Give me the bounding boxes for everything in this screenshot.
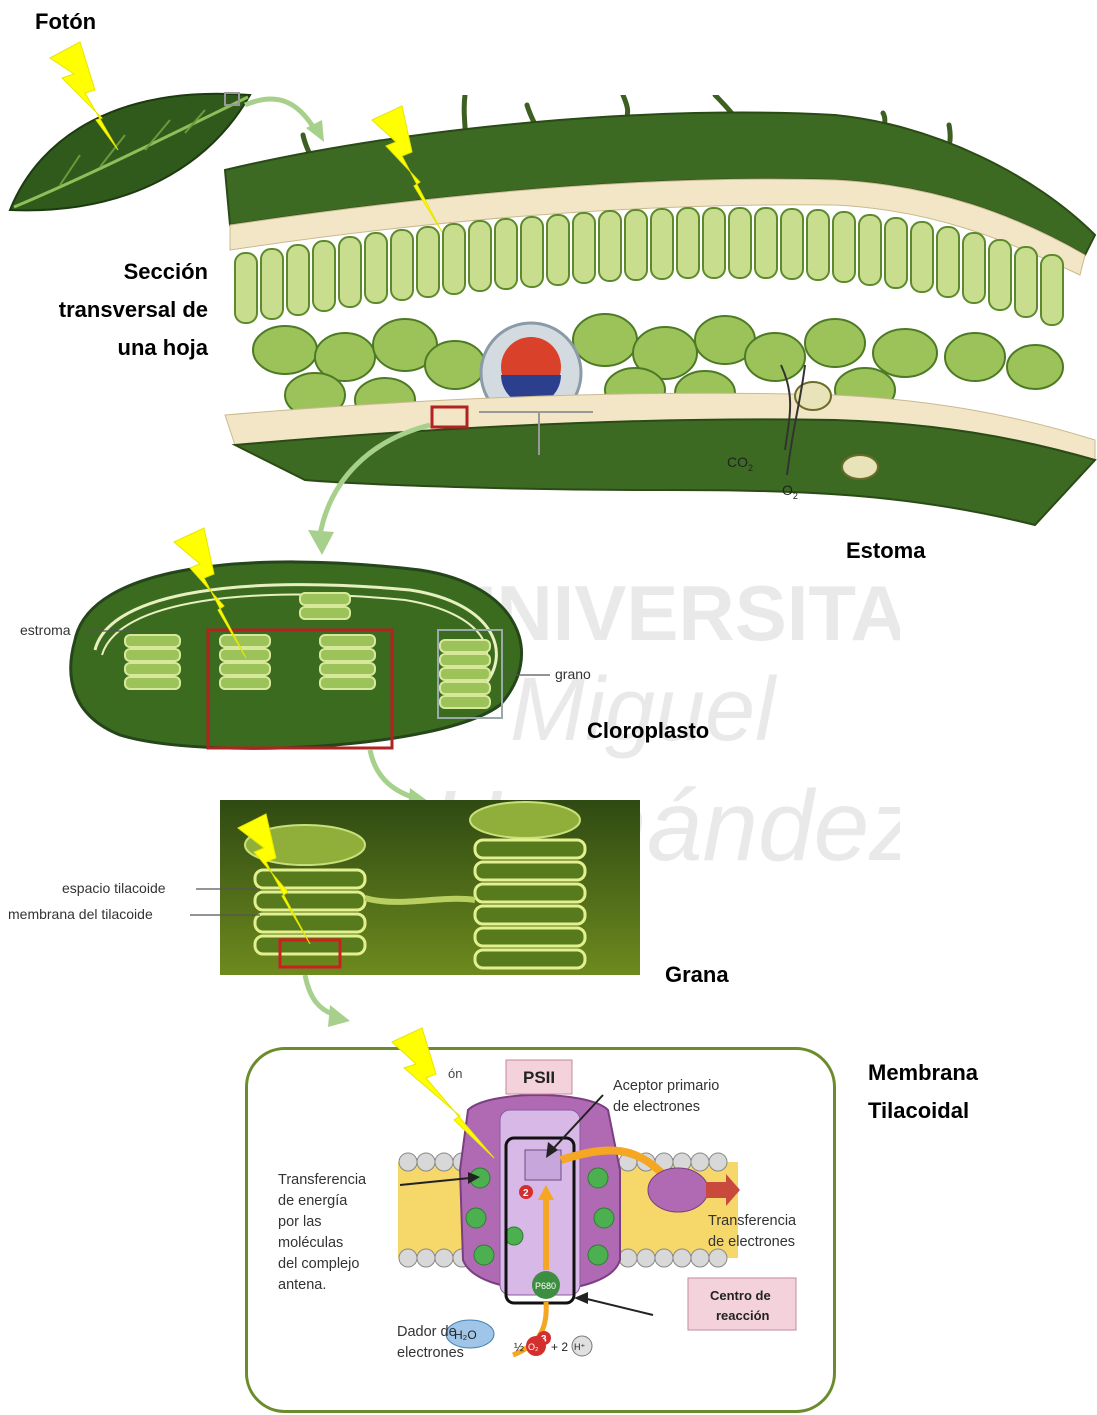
grana-label: Grana xyxy=(665,956,729,994)
espacio-tilacoide-label: espacio tilacoide xyxy=(62,880,166,896)
psii-title: PSII xyxy=(523,1068,555,1087)
dador-line2: electrones xyxy=(397,1343,464,1364)
stoma xyxy=(842,455,878,479)
half-label: ½ xyxy=(514,1340,524,1354)
transfer-energy-line1: Transferencia xyxy=(278,1170,366,1191)
transfer-electrons-line1: Transferencia xyxy=(708,1211,796,1232)
o2-sub: 2 xyxy=(793,491,798,501)
transfer-energy-line6: antena. xyxy=(278,1275,366,1296)
leaf-section-title: Sección transversal de una hoja xyxy=(30,253,208,367)
centro-line1: Centro de xyxy=(710,1288,771,1303)
centro-line2: reacción xyxy=(716,1308,770,1323)
cell-to-chloroplast-arrow xyxy=(280,420,460,560)
grana-to-psii-arrow xyxy=(300,975,360,1035)
leaf-section-line1: Sección xyxy=(30,253,208,291)
membrana-line1: Membrana xyxy=(868,1054,978,1092)
transfer-energy-label: Transferencia de energía por las molécul… xyxy=(278,1170,366,1296)
membrana-tilacoide-label: membrana del tilacoide xyxy=(8,906,153,922)
transfer-energy-line5: del complejo xyxy=(278,1254,366,1275)
plus2-label: + 2 xyxy=(551,1340,568,1354)
transfer-energy-line3: por las xyxy=(278,1212,366,1233)
grana-illustration xyxy=(220,800,640,975)
leaf-section-line2: transversal de xyxy=(30,291,208,329)
membrana-line2: Tilacoidal xyxy=(868,1092,978,1130)
aceptor-line2: de electrones xyxy=(613,1097,719,1118)
dador-line1: Dador de xyxy=(397,1322,464,1343)
transfer-electrons-label: Transferencia de electrones xyxy=(708,1211,796,1253)
o2-product: O₂ xyxy=(528,1342,539,1352)
dador-label: Dador de electrones xyxy=(397,1322,464,1364)
o2-label: O xyxy=(782,482,793,498)
foton-partial: ón xyxy=(448,1066,462,1081)
grana-leader-lines xyxy=(190,885,270,925)
foton-label: Fotón xyxy=(35,3,96,41)
leaf-section-line3: una hoja xyxy=(30,329,208,367)
grano-label: grano xyxy=(555,666,591,682)
transfer-energy-line2: de energía xyxy=(278,1191,366,1212)
aceptor-line1: Aceptor primario xyxy=(613,1076,719,1097)
cloroplasto-label: Cloroplasto xyxy=(587,712,709,750)
aceptor-label: Aceptor primario de electrones xyxy=(613,1076,719,1118)
co2-sub: 2 xyxy=(748,463,753,473)
estroma-label: estroma xyxy=(20,622,71,638)
chloroplast-illustration xyxy=(0,545,560,760)
membrana-label: Membrana Tilacoidal xyxy=(868,1054,978,1130)
estoma-label: Estoma xyxy=(846,532,925,570)
primary-acceptor xyxy=(525,1150,561,1180)
transfer-energy-line4: moléculas xyxy=(278,1233,366,1254)
transfer-electrons-line2: de electrones xyxy=(708,1232,796,1253)
p680-label: P680 xyxy=(535,1281,556,1291)
co2-label: CO xyxy=(727,454,748,470)
step-2: 2 xyxy=(523,1188,529,1199)
hplus-label: H⁺ xyxy=(574,1342,585,1352)
